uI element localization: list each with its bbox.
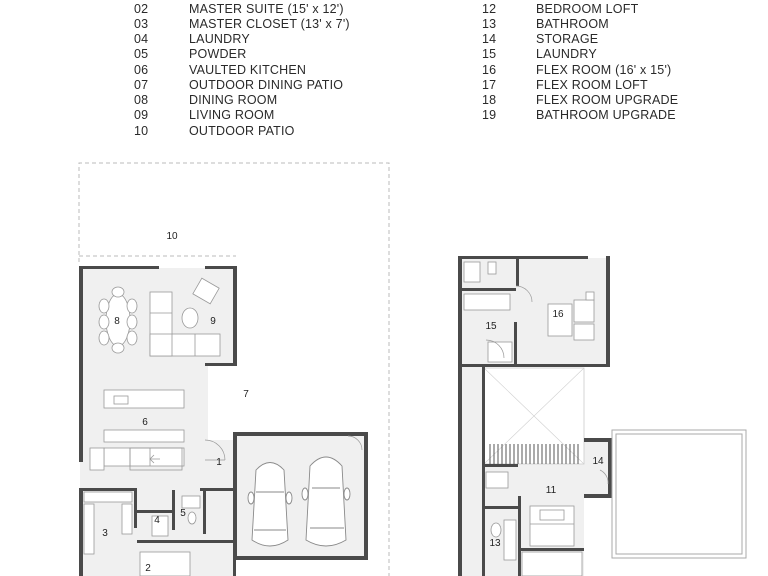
sofa-icon [149,277,221,357]
dining-table-icon [98,286,138,354]
room-label-bathroom: 13 [489,538,501,549]
stairs-icon [129,447,183,471]
car-icon [301,456,351,547]
bath-fixtures-icon [485,471,583,576]
ground-floor-plan: 10 9 8 7 6 1 3 4 5 2 [78,162,390,576]
room-label-bedroom: 11 [546,485,557,496]
room-label-laundry: 4 [154,515,160,526]
room-label-outdoor-patio: 10 [166,231,178,242]
upper-floor-walls [458,256,612,576]
upper-floor-plan: 15 16 14 11 13 [458,256,747,576]
ground-floor-walls [79,266,368,576]
room-label-dining-room: 8 [114,316,120,327]
upgrade-deck-outline [611,429,747,559]
closet-shelving-icon [83,491,201,576]
room-label-master-closet: 3 [102,528,108,539]
room-label-master-suite: 2 [145,563,151,574]
room-label-storage: 14 [592,456,604,467]
kitchen-counters-icon [89,389,185,471]
bed-icon [529,505,575,547]
room-label-entry: 1 [216,457,222,468]
laundry-appliances-icon [463,261,513,363]
room-label-powder: 5 [180,508,186,519]
room-label-vaulted-kitchen: 6 [142,417,148,428]
room-label-laundry-upper: 15 [485,321,497,332]
room-label-living-room: 9 [210,316,216,327]
outdoor-patio-outline [78,162,390,576]
car-icon [247,462,293,547]
room-label-flex-room: 16 [552,309,564,320]
desk-icon [547,291,595,341]
open-to-below-void [483,367,585,465]
room-label-outdoor-dining-patio: 7 [243,389,249,400]
